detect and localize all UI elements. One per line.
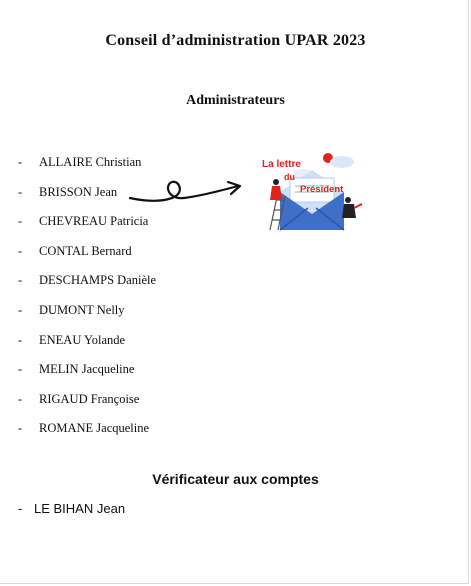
graphic-line-3: Président bbox=[300, 184, 344, 195]
administrators-list: - ALLAIRE Christian - BRISSON Jean - CHEVRE… bbox=[18, 152, 156, 448]
administrator-name: MELIN Jacqueline bbox=[39, 362, 135, 377]
cloud-icon bbox=[330, 156, 354, 168]
administrator-name: ENEAU Yolande bbox=[39, 332, 126, 347]
list-item: - DESCHAMPS Danièle bbox=[18, 270, 156, 300]
list-item: - DUMONT Nelly bbox=[18, 300, 156, 330]
bullet-dash: - bbox=[18, 332, 23, 347]
bullet-dash: - bbox=[18, 184, 23, 199]
bullet-dash: - bbox=[18, 302, 23, 317]
bullet-dash: - bbox=[18, 214, 23, 229]
bullet-dash: - bbox=[18, 155, 23, 169]
list-item: - MELIN Jacqueline bbox=[18, 359, 156, 389]
list-item: - LE BIHAN Jean bbox=[18, 501, 125, 516]
administrator-name: RIGAUD Françoise bbox=[39, 391, 140, 406]
auditor-heading: Vérificateur aux comptes bbox=[152, 471, 319, 487]
bullet-dash: - bbox=[18, 273, 23, 288]
bullet-dash: - bbox=[18, 362, 23, 377]
administrator-name: BRISSON Jean bbox=[39, 184, 118, 199]
list-item: - ENEAU Yolande bbox=[18, 330, 156, 360]
administrator-name: ROMANE Jacqueline bbox=[39, 421, 150, 436]
bullet-dash: - bbox=[18, 421, 23, 436]
list-item: - ALLAIRE Christian bbox=[18, 152, 156, 182]
list-item: - RIGAUD Françoise bbox=[18, 389, 156, 419]
newsletter-illustration: La lettre du Président bbox=[262, 153, 363, 231]
page-title: Conseil d’administration UPAR 2023 bbox=[105, 32, 366, 49]
loop-arrow-icon bbox=[128, 180, 242, 202]
administrator-name: CHEVREAU Patricia bbox=[39, 214, 149, 229]
list-item: - CHEVREAU Patricia bbox=[18, 211, 156, 241]
administrator-name: ALLAIRE Christian bbox=[39, 155, 142, 169]
auditor-name: LE BIHAN Jean bbox=[34, 501, 126, 516]
bullet-dash: - bbox=[18, 243, 23, 258]
list-item: - CONTAL Bernard bbox=[18, 241, 156, 271]
bullet-dash: - bbox=[18, 501, 23, 516]
administrators-heading: Administrateurs bbox=[186, 93, 285, 108]
administrator-name: CONTAL Bernard bbox=[39, 243, 132, 258]
list-item: - BRISSON Jean bbox=[18, 182, 156, 212]
graphic-line-2: du bbox=[284, 172, 295, 182]
list-item: - ROMANE Jacqueline bbox=[18, 418, 156, 448]
graphic-line-1: La lettre bbox=[262, 159, 301, 170]
bullet-dash: - bbox=[18, 391, 23, 406]
administrator-name: DESCHAMPS Danièle bbox=[39, 273, 157, 288]
administrator-name: DUMONT Nelly bbox=[39, 302, 125, 317]
